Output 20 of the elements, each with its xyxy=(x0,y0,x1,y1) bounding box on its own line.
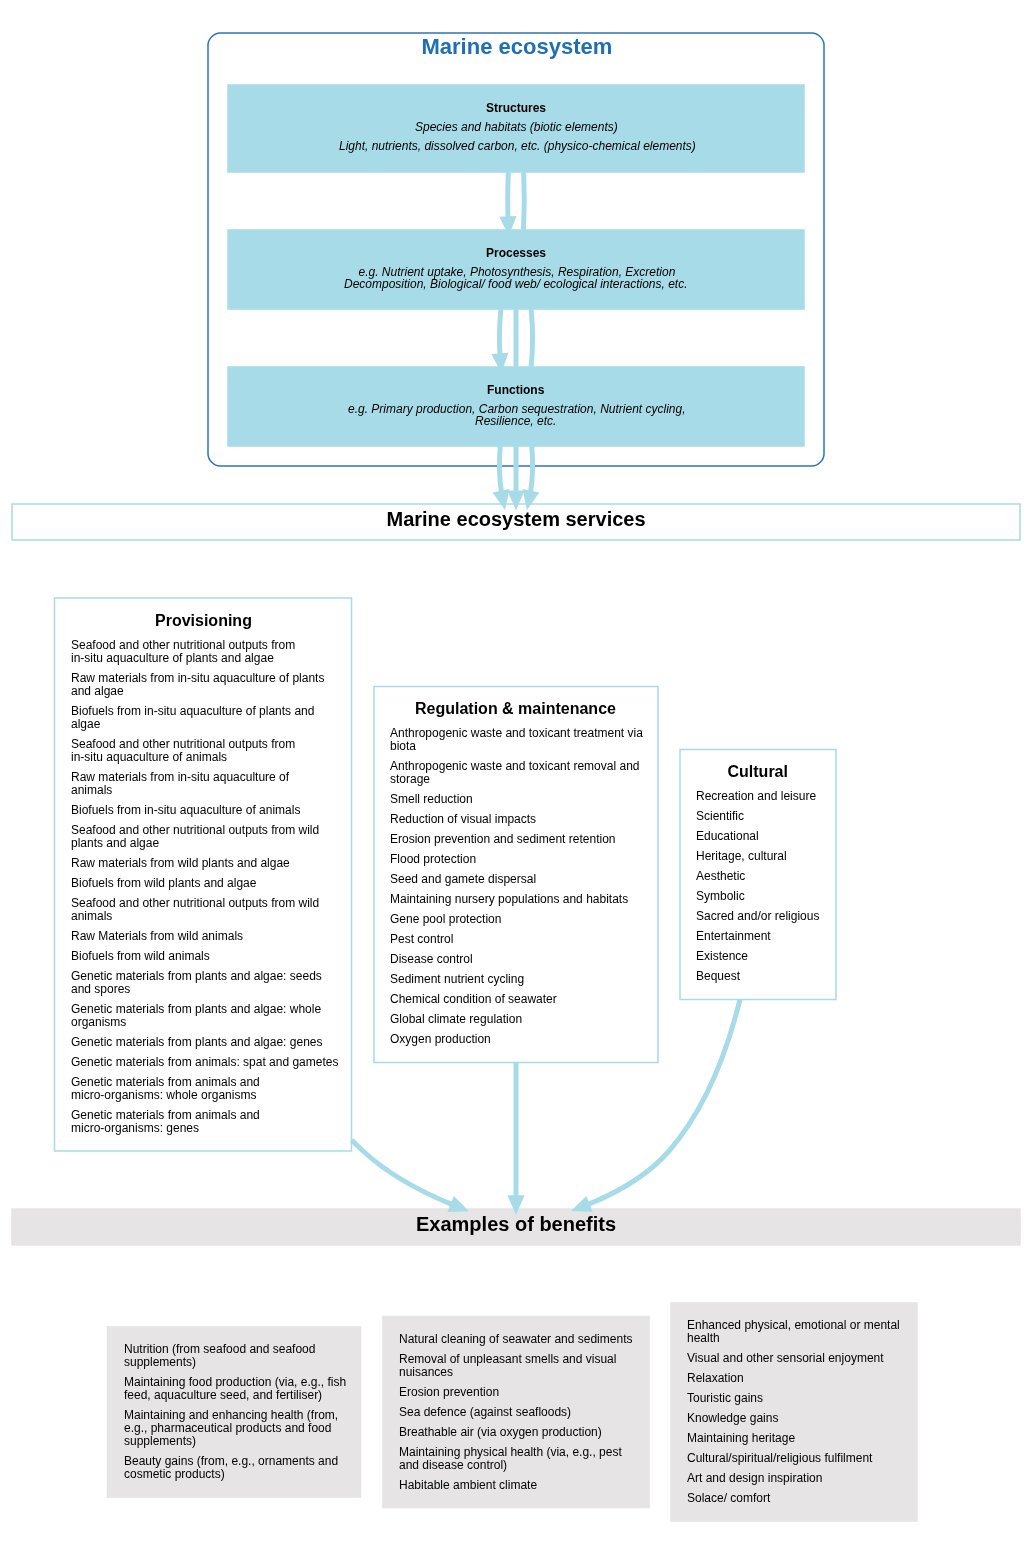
arrow xyxy=(507,1062,525,1215)
node-box: Provisioning Seafood and other nutritional outputs from in-situ aquaculture of plants and algae Raw materials from in-situ aquaculture of plants and algae Biofuels from in-situ aquaculture of plants and algae Seafood and other nutritional outputs from in-situ aquaculture of animals Raw materials from in-situ aquaculture of animals Biofuels from in-situ aquaculture of animals Seafood and other nutritional outputs from wild plants and algae Raw materials from wild plants and algae Biofuels from wild plants and algae Seafood and other nutritional outputs from wild animals Raw Materials from wild animals Biofuels from wild animals Genetic materials from plants and algae: seeds and spores Genetic materials from plants and algae: whole organisms Genetic materials from plants and algae: genes Genetic materials from animals: spat and gametes Genetic materials from animals and micro-organisms: whole organisms Genetic materials from animals and micro-organisms: genes xyxy=(53,596,353,1152)
arrow xyxy=(492,445,510,510)
arrow xyxy=(507,445,525,510)
connector xyxy=(521,171,527,230)
node-box: Marine ecosystem services xyxy=(11,502,1021,541)
arrow xyxy=(349,1137,469,1212)
node-box: Natural cleaning of seawater and sediments Removal of unpleasant smells and visual nuisances Erosion prevention Sea defence (against seafloods) Breathable air (via oxygen production) Maintaining physical health (via, e.g., pest and disease control) Habitable ambient climate xyxy=(382,1315,650,1508)
node-box: Enhanced physical, emotional or mental health Visual and other sensorial enjoyment Relaxation Touristic gains Knowledge gains Maintaining heritage Cultural/spiritual/religious fulfilment Art and design inspiration Solace/ comfort xyxy=(670,1301,918,1522)
node-box: Structures Species and habitats (biotic elements) Light, nutrients, dissolved carbon, etc. (physico-chemical elements) xyxy=(227,83,805,173)
connector xyxy=(513,308,519,367)
node-box: Examples of benefits xyxy=(11,1207,1021,1246)
node-box: Processes e.g. Nutrient uptake, Photosynthesis, Respiration, Excretion Decomposition, Biological/ food web/ ecological interactions, etc. xyxy=(227,228,805,310)
node-box: Cultural Recreation and leisure Scientific Educational Heritage, cultural Aesthetic Symbolic Sacred and/or religious Entertainment Existence Bequest xyxy=(679,748,837,1000)
connector xyxy=(528,308,535,367)
arrow xyxy=(571,998,743,1212)
arrow xyxy=(522,445,540,510)
node-box: Nutrition (from seafood and seafood supplements) Maintaining food production (via, e.g., fish feed, aquaculture seed, and fertiliser) Maintaining and enhancing health (from, e.g., pharmaceutical products and food supplements) Beauty gains (from, e.g., ornaments and cosmetic products) xyxy=(106,1325,362,1498)
node-box: Functions e.g. Primary production, Carbon sequestration, Nutrient cycling, Resilience, etc. xyxy=(227,365,805,447)
node-box: Regulation & maintenance Anthropogenic waste and toxicant treatment via biota Anthropogenic waste and toxicant removal and storage Smell reduction Reduction of visual impacts Erosion prevention and sediment retention Flood protection Seed and gamete dispersal Maintaining nursery populations and habitats Gene pool protection Pest control Disease control Sediment nutrient cycling Chemical condition of seawater Global climate regulation Oxygen production xyxy=(373,685,659,1063)
